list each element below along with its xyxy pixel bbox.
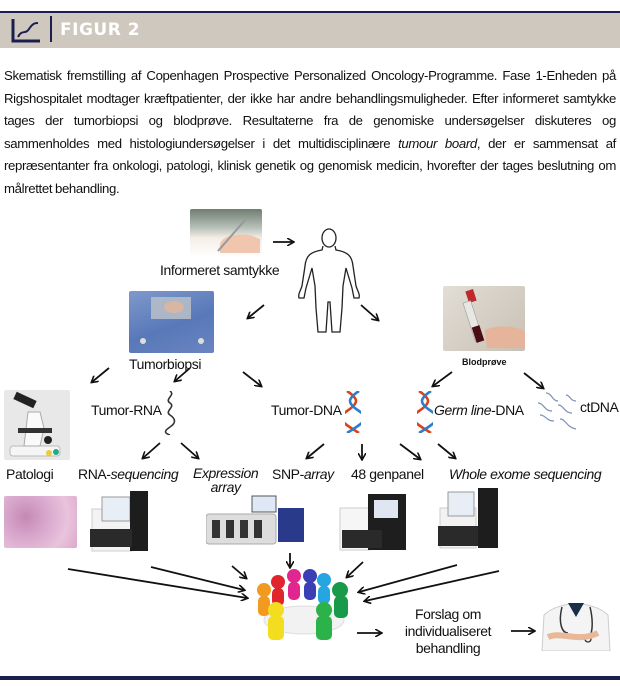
arrow-wes2-to-board	[365, 570, 500, 601]
tumor-dna-helix-icon	[345, 391, 361, 433]
arrow-wes-to-board	[359, 564, 458, 592]
germline-dna-label: Germ line-DNA	[434, 402, 524, 418]
arrow-expression-to-board	[231, 565, 246, 578]
wes-sequencer-photo	[438, 488, 498, 549]
proposal-line2: individualiseret	[404, 623, 492, 639]
germline-italic: Germ line	[434, 402, 492, 418]
snp-italic: array	[303, 466, 334, 482]
caption-text-1: Skematisk fremstilling af Copenhagen Pro…	[4, 68, 616, 151]
rna-seq-sequencer-photo	[90, 491, 148, 552]
gene-panel-sequencer-photo	[339, 494, 406, 551]
tumor-rna-label: Tumor-RNA	[91, 402, 162, 418]
line-chart-icon	[11, 19, 40, 43]
surgical-drape-icon	[140, 297, 204, 344]
arrow-panel2-to-board	[347, 561, 364, 577]
doctor-photo	[541, 603, 611, 651]
consent-photo	[190, 209, 262, 257]
gene-panel-label: 48 genpanel	[351, 466, 424, 482]
arrow-biopsy-to-dna	[242, 371, 261, 386]
germline-dna-helix-icon	[417, 391, 433, 433]
expression-array-scanner-photo	[206, 495, 304, 545]
bottom-rule	[0, 676, 620, 680]
expression-line2: array	[210, 479, 241, 495]
biopsy-photo	[129, 291, 214, 353]
proposal-line3: behandling	[415, 640, 481, 656]
rna-seq-italic: sequencing	[110, 466, 179, 482]
arrow-rna-to-expression	[180, 442, 198, 458]
proposal-line1: Forslag om	[414, 606, 482, 622]
patient-body-icon	[298, 228, 360, 333]
blood-tube-photo	[443, 286, 525, 351]
blood-tube-icon	[462, 289, 525, 348]
snp-array-label: SNP-array	[272, 466, 334, 482]
figure-title: FIGUR 2	[60, 20, 141, 40]
hand-pen-icon	[217, 218, 260, 253]
germline-rest: -DNA	[491, 402, 524, 418]
pathology-label: Patologi	[6, 466, 54, 482]
histology-slide-photo	[4, 496, 77, 548]
arrow-rnaseq-to-board	[150, 566, 244, 590]
board-members	[257, 569, 348, 640]
tumor-dna-label: Tumor-DNA	[271, 402, 342, 418]
arrow-patient-to-blood	[360, 304, 378, 320]
wes-label: Whole exome sequencing	[449, 466, 602, 482]
arrow-dna-to-wes	[399, 443, 420, 459]
arrow-germline-to-wes	[437, 443, 455, 458]
top-rule	[0, 11, 620, 13]
microscope-photo	[4, 390, 70, 460]
caption-italic-term: tumour board	[398, 135, 477, 151]
rna-strand-icon	[164, 391, 176, 435]
rna-seq-plain: RNA-	[78, 466, 111, 482]
ctdna-fragments-icon	[537, 392, 577, 430]
arrow-pathology-to-board	[67, 568, 247, 598]
ctdna-label: ctDNA	[580, 399, 619, 415]
header-separator	[50, 16, 52, 42]
figure-header: FIGUR 2	[0, 13, 620, 48]
arrow-patient-to-biopsy	[248, 304, 265, 318]
arrow-blood-to-ctdna	[523, 372, 543, 388]
arrow-biopsy-to-rna	[175, 367, 191, 381]
blood-label: Blodprøve	[462, 357, 507, 367]
expression-line1: Expression	[193, 465, 259, 481]
proposal-label: Forslag om individualiseret behandling	[384, 606, 512, 657]
arrow-dna-to-snp	[307, 443, 325, 458]
tumour-board-illustration	[257, 569, 348, 640]
caption-text-2: , der er sammensat af repræsentanter fra…	[4, 135, 616, 196]
microscope-icon	[9, 391, 61, 457]
arrow-blood-to-germline	[433, 371, 453, 386]
arrow-biopsy-to-pathology	[92, 367, 110, 382]
snp-plain: SNP-	[272, 466, 304, 482]
figure-caption: Skematisk fremstilling af Copenhagen Pro…	[4, 65, 616, 200]
rna-seq-label: RNA-sequencing	[78, 466, 179, 482]
consent-label: Informeret samtykke	[160, 262, 280, 278]
arrow-rna-to-rnaseq	[143, 442, 161, 458]
biopsy-label: Tumorbiopsi	[129, 356, 202, 372]
